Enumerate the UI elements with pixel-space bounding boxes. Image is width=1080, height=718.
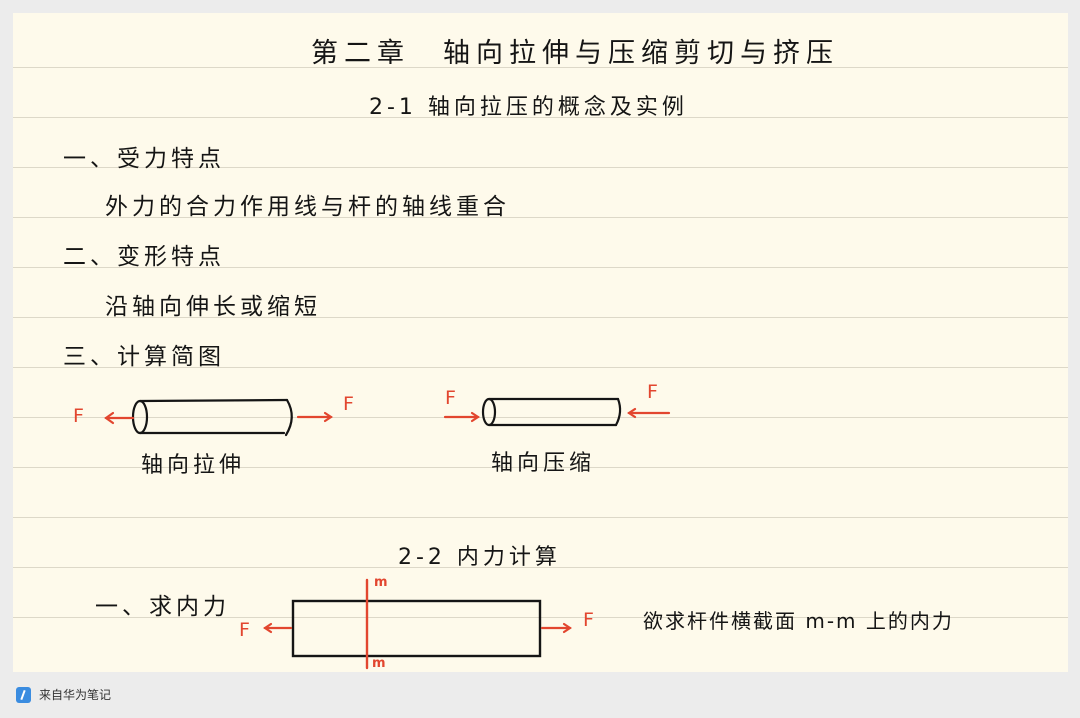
compression-caption: 轴向压缩	[491, 451, 596, 476]
heading-calculation-diagram: 三、计算简图	[63, 344, 225, 370]
section-2-2-title: 2-2 内力计算	[398, 545, 561, 570]
tension-left-force-label: F	[73, 405, 84, 427]
compression-left-force-label: F	[445, 387, 456, 409]
source-footer: 来自华为笔记	[16, 686, 111, 703]
ruled-line	[13, 417, 1068, 418]
internal-force-arrows	[263, 622, 572, 634]
section-2-1-title: 2-1 轴向拉压的概念及实例	[369, 95, 688, 120]
internal-left-force-label: F	[239, 619, 250, 641]
huawei-notes-icon	[16, 686, 31, 703]
ruled-line	[13, 217, 1068, 218]
force-characteristics-text: 外力的合力作用线与杆的轴线重合	[105, 194, 510, 220]
ruled-line	[13, 67, 1068, 68]
ruled-line	[13, 517, 1068, 518]
note-page: 第二章 轴向拉伸与压缩剪切与挤压 2-1 轴向拉压的概念及实例 一、受力特点 外…	[13, 13, 1068, 672]
compression-arrows	[443, 407, 671, 423]
heading-force-characteristics: 一、受力特点	[63, 146, 225, 172]
ruled-line	[13, 317, 1068, 318]
ruled-line	[13, 267, 1068, 268]
tension-caption: 轴向拉伸	[141, 453, 246, 478]
compression-bar	[481, 397, 622, 427]
section-label-bottom: m	[372, 656, 386, 671]
ruled-line	[13, 567, 1068, 568]
heading-deformation-characteristics: 二、变形特点	[63, 244, 225, 270]
internal-force-description: 欲求杆件横截面 m-m 上的内力	[643, 609, 954, 633]
heading-find-internal-force: 一、求内力	[95, 594, 230, 620]
ruled-line	[13, 117, 1068, 118]
chapter-title: 第二章 轴向拉伸与压缩剪切与挤压	[311, 38, 839, 69]
internal-right-force-label: F	[583, 609, 594, 631]
ruled-line	[13, 367, 1068, 368]
deformation-characteristics-text: 沿轴向伸长或缩短	[105, 294, 321, 320]
diagram-drawings	[104, 397, 671, 670]
tension-right-force-label: F	[343, 393, 354, 415]
compression-right-force-label: F	[647, 381, 658, 403]
tension-arrows	[104, 411, 333, 425]
source-text: 来自华为笔记	[39, 688, 112, 702]
tension-bar	[131, 398, 293, 437]
ruled-line	[13, 467, 1068, 468]
section-label-top: m	[374, 575, 388, 590]
internal-force-bar	[291, 599, 542, 658]
ruled-line	[13, 167, 1068, 168]
